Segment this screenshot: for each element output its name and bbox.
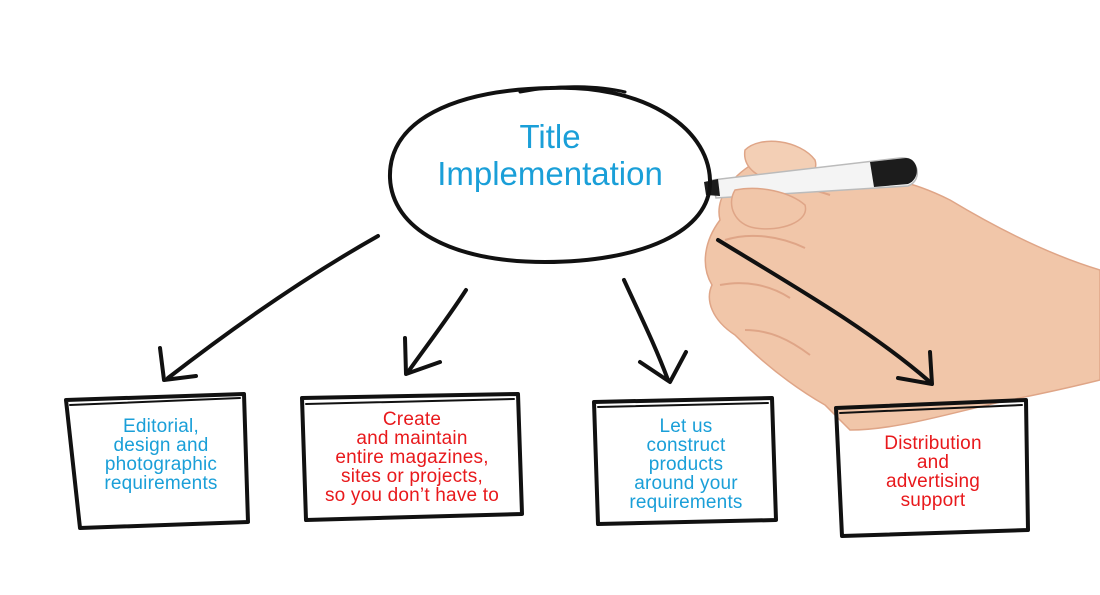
node-line: requirements xyxy=(104,473,218,494)
arrow-to-editorial xyxy=(158,234,380,382)
box-distribution xyxy=(834,398,1030,538)
connector-arrows xyxy=(158,234,934,386)
hub-title-line-1: Title xyxy=(519,118,581,155)
node-line: around your xyxy=(634,473,738,494)
node-line: Let us xyxy=(659,416,713,437)
arrow-to-distribution xyxy=(716,238,934,386)
hub-title-line-2: Implementation xyxy=(437,155,663,192)
node-line: photographic xyxy=(104,454,218,475)
node-line: sites or projects, xyxy=(341,466,483,487)
node-line: design and xyxy=(113,435,209,456)
node-line: Editorial, xyxy=(123,416,199,437)
node-boxes xyxy=(64,392,1030,538)
node-line: and maintain xyxy=(356,428,468,449)
node-line: and xyxy=(916,452,950,473)
node-line: support xyxy=(900,490,966,511)
hub-ellipse xyxy=(387,85,713,264)
arrow-to-create xyxy=(403,288,468,376)
node-line: advertising xyxy=(885,471,981,492)
node-line: so you don’t have to xyxy=(324,485,500,506)
arrow-to-construct xyxy=(622,278,688,384)
node-line: construct xyxy=(646,435,726,456)
node-label-editorial: Editorial, design and photographic requi… xyxy=(76,417,246,493)
box-construct xyxy=(592,396,778,526)
hand-holding-marker-icon xyxy=(704,140,1100,431)
node-line: requirements xyxy=(629,492,743,513)
node-line: entire magazines, xyxy=(335,447,489,468)
box-create xyxy=(300,392,524,522)
node-line: Create xyxy=(382,409,442,430)
node-line: products xyxy=(648,454,724,475)
node-label-create: Create and maintain entire magazines, si… xyxy=(304,410,520,505)
node-label-construct: Let us construct products around your re… xyxy=(596,417,776,512)
hub-title: Title Implementation xyxy=(390,118,710,192)
node-label-distribution: Distribution and advertising support xyxy=(840,434,1026,510)
node-line: Distribution xyxy=(884,433,982,454)
box-editorial xyxy=(64,392,250,530)
